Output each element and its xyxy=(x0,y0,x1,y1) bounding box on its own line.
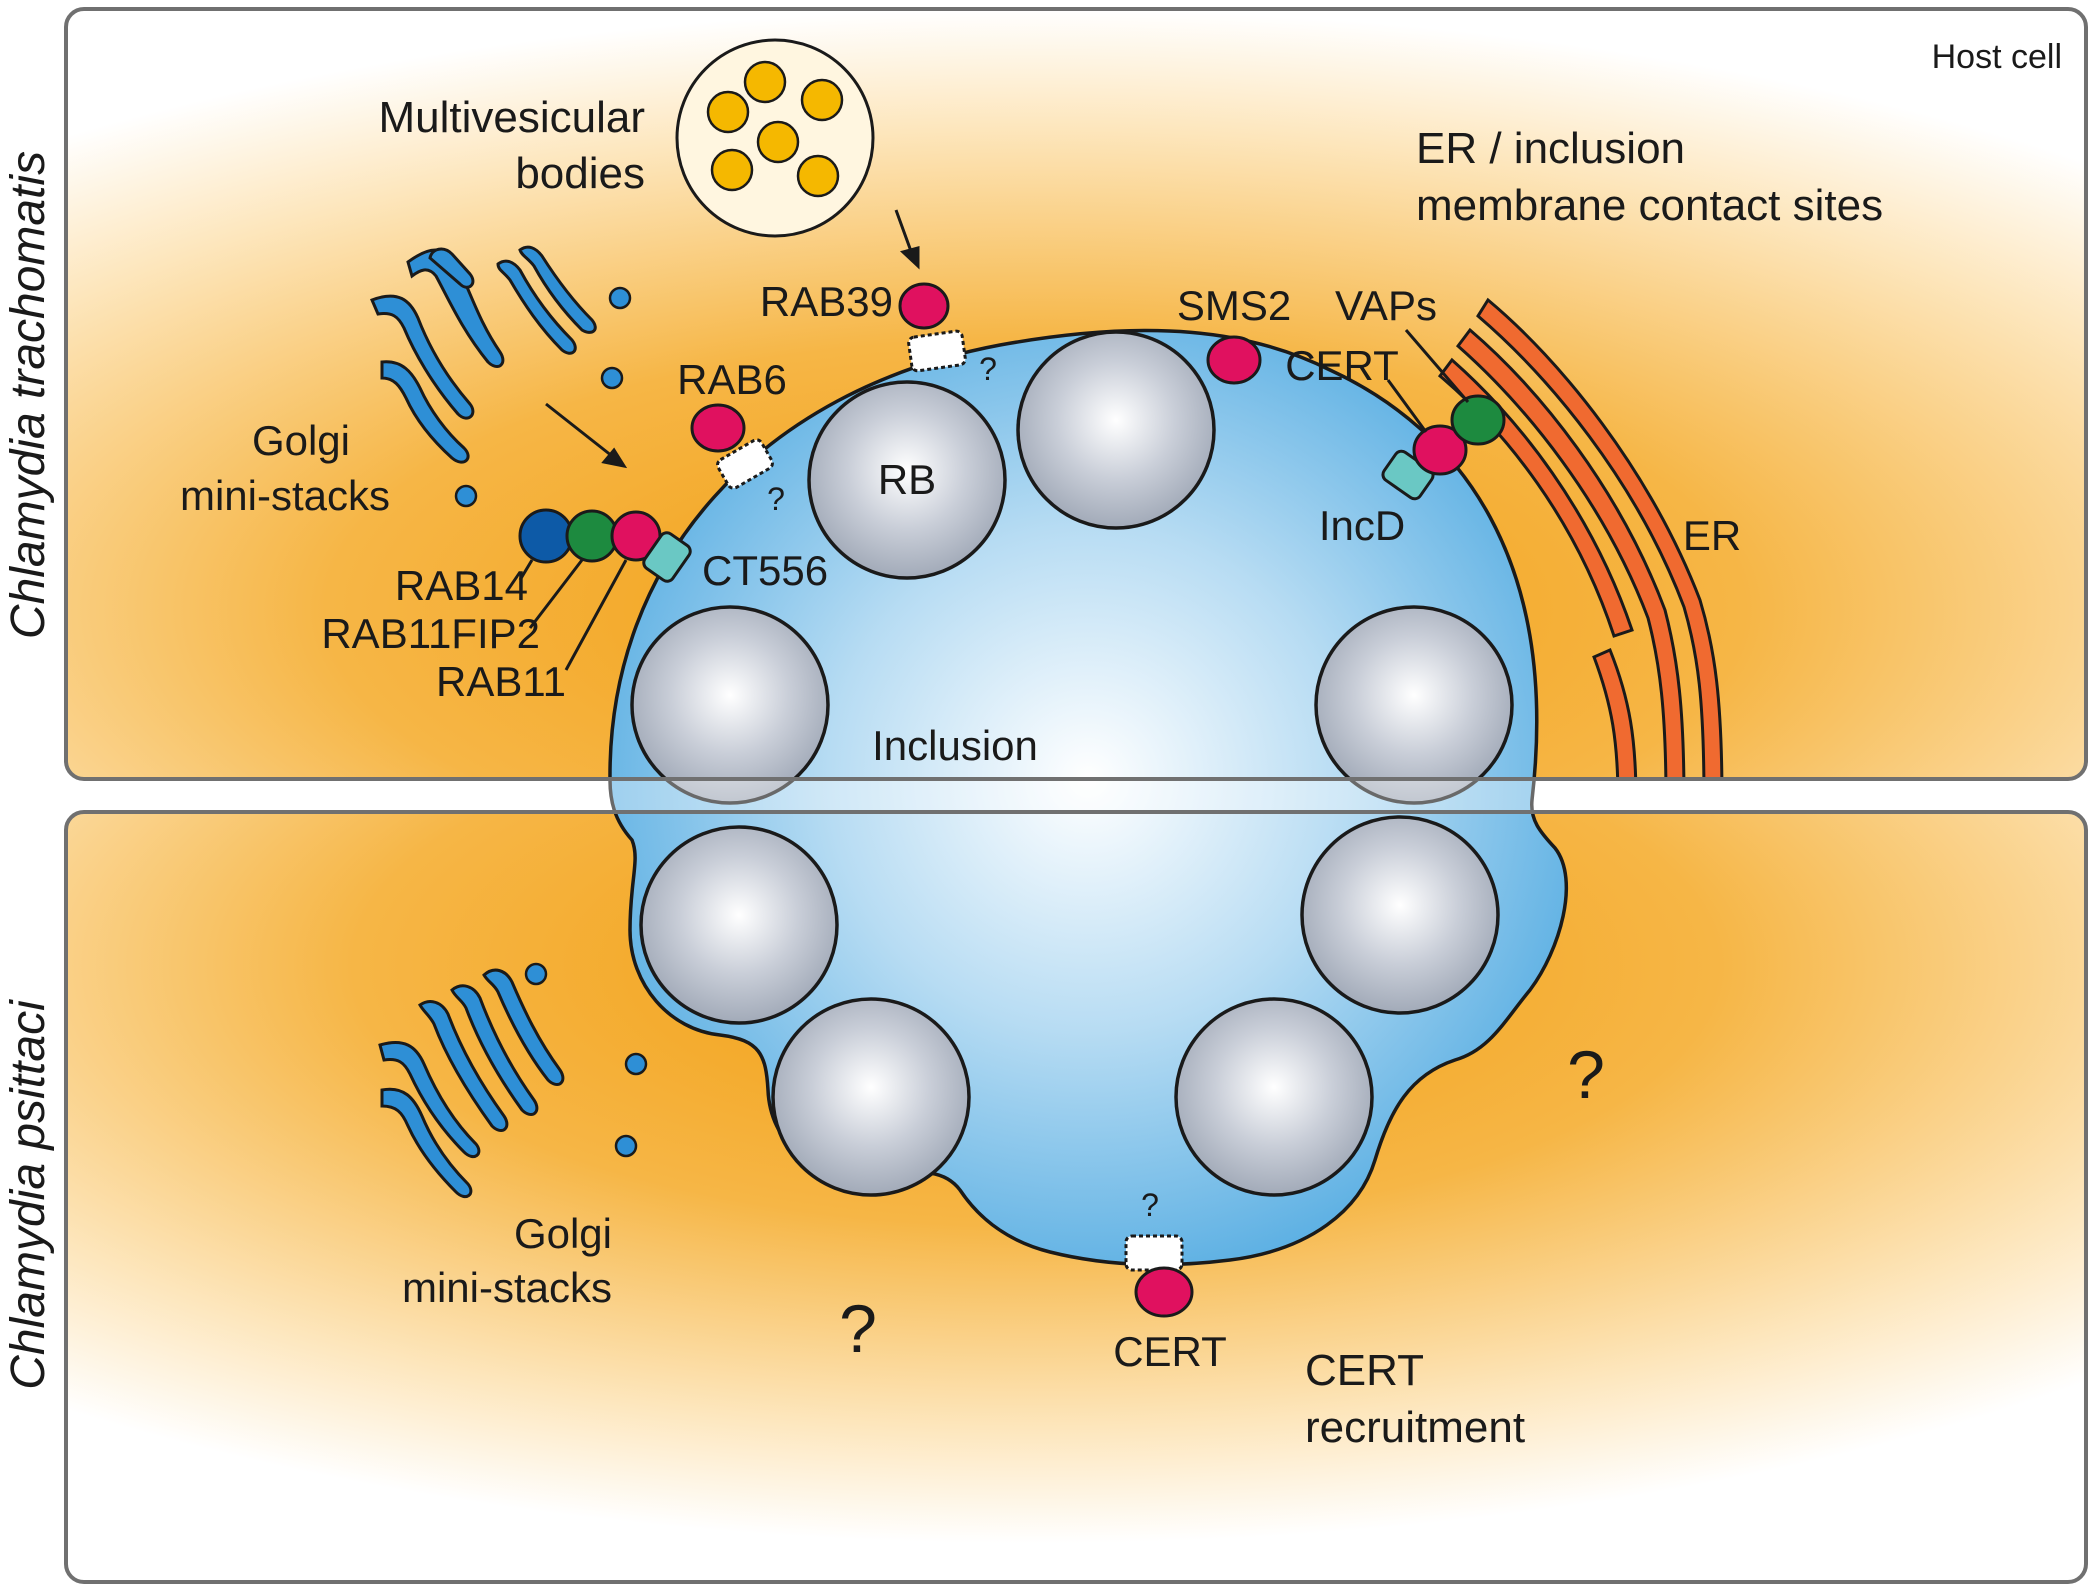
reticulate-body xyxy=(1016,330,1216,530)
ct556-label: CT556 xyxy=(702,547,828,594)
inclusion-label: Inclusion xyxy=(872,722,1038,769)
vaps-label: VAPs xyxy=(1335,282,1437,329)
reticulate-body xyxy=(1314,605,1514,805)
er-contact-label-line1: ER / inclusion xyxy=(1416,124,1685,173)
question-mark-left: ? xyxy=(839,1291,877,1367)
reticulate-bodies xyxy=(630,330,1514,1197)
cert-recruitment-label-line1: CERT xyxy=(1305,1346,1424,1395)
reticulate-body xyxy=(639,825,839,1025)
panel-bottom-border xyxy=(64,810,2088,1584)
ct556-marker xyxy=(642,531,692,583)
rab39-label: RAB39 xyxy=(760,278,893,325)
rb-label: RB xyxy=(878,456,936,503)
panel-overlap-band xyxy=(606,779,1536,812)
golgi-label-bottom-line1: Golgi xyxy=(514,1210,612,1257)
vesicle xyxy=(454,484,478,508)
sms2-label: SMS2 xyxy=(1177,282,1291,329)
golgi-stack-top xyxy=(370,245,597,464)
golgi-vesicles-bottom xyxy=(524,962,648,1158)
rab14-label: RAB14 xyxy=(395,562,528,609)
mvb-label-line1: Multivesicular xyxy=(378,93,645,142)
host-cell-label: Host cell xyxy=(1932,38,2062,76)
rab6-label: RAB6 xyxy=(677,356,787,403)
mvb-vesicle xyxy=(743,60,787,104)
golgi-arrow xyxy=(545,402,628,469)
reticulate-body xyxy=(1300,815,1500,1015)
vesicle xyxy=(524,962,548,986)
golgi-vesicles-top xyxy=(454,286,632,508)
unknown-partner-cert-bottom xyxy=(1124,1234,1184,1272)
multivesicular-body xyxy=(675,38,875,238)
vaps-marker xyxy=(1450,394,1506,446)
leader-rab11fip2 xyxy=(528,559,584,629)
reticulate-body xyxy=(771,997,971,1197)
protein-markers-top xyxy=(518,209,1506,671)
cert-bottom-unknown-mark: ? xyxy=(1141,1187,1159,1223)
vesicle xyxy=(624,1052,648,1076)
sms2-marker xyxy=(1206,335,1262,385)
protein-markers-bottom xyxy=(1124,1234,1194,1318)
cert-label-bottom: CERT xyxy=(1113,1328,1227,1375)
protein-labels-top: RAB39 ? RAB6 ? SMS2 VAPs CERT IncD ER CT… xyxy=(321,278,1741,705)
rab39-marker xyxy=(898,282,950,330)
leader-cert xyxy=(1386,379,1428,433)
rab11fip2-marker xyxy=(565,509,619,563)
side-label-top: Chlamydia trachomatis xyxy=(2,151,55,639)
cert-marker-bottom xyxy=(1134,1266,1194,1318)
mvb-vesicle xyxy=(710,148,754,192)
panel-top-border xyxy=(64,7,2088,781)
mvb-vesicle xyxy=(796,154,840,198)
mvb-vesicle xyxy=(706,90,750,134)
reticulate-body xyxy=(807,380,1007,580)
leader-rab11 xyxy=(564,559,628,671)
mvb-label-line2: bodies xyxy=(515,149,645,198)
inclusion: RB Inclusion xyxy=(608,328,1569,1267)
rab6-unknown-mark: ? xyxy=(767,481,785,517)
golgi-label-top-line1: Golgi xyxy=(252,417,350,464)
mvb-vesicle xyxy=(756,120,800,164)
reticulate-body xyxy=(630,605,830,805)
rab6-marker xyxy=(690,403,746,453)
vesicle xyxy=(614,1134,638,1158)
cert-marker-top xyxy=(1412,424,1468,476)
mvb-arrow xyxy=(894,209,920,270)
rab11-label: RAB11 xyxy=(436,658,566,705)
side-label-bottom: Chlamydia psittaci xyxy=(2,999,55,1390)
leader-vaps xyxy=(1404,329,1470,403)
incd-label: IncD xyxy=(1319,502,1405,549)
vesicle xyxy=(600,366,624,390)
question-mark-right: ? xyxy=(1567,1037,1605,1113)
unknown-partner-rab39 xyxy=(907,329,967,373)
cert-recruitment-label-line2: recruitment xyxy=(1305,1403,1525,1452)
rab11fip2-label: RAB11FIP2 xyxy=(321,610,540,657)
er-contact-label-line2: membrane contact sites xyxy=(1416,181,1883,230)
rab39-unknown-mark: ? xyxy=(979,351,997,387)
leader-rab14 xyxy=(518,559,534,581)
reticulate-body xyxy=(1174,997,1374,1197)
golgi-stack-bottom xyxy=(378,968,565,1198)
cert-label-top: CERT xyxy=(1285,342,1399,389)
unknown-partner-rab6 xyxy=(716,438,774,490)
vesicle xyxy=(608,286,632,310)
mvb-vesicle xyxy=(800,78,844,122)
golgi-label-top-line2: mini-stacks xyxy=(180,472,390,519)
golgi-label-bottom-line2: mini-stacks xyxy=(402,1264,612,1311)
er-label: ER xyxy=(1683,512,1741,559)
rab14-marker xyxy=(518,508,574,564)
